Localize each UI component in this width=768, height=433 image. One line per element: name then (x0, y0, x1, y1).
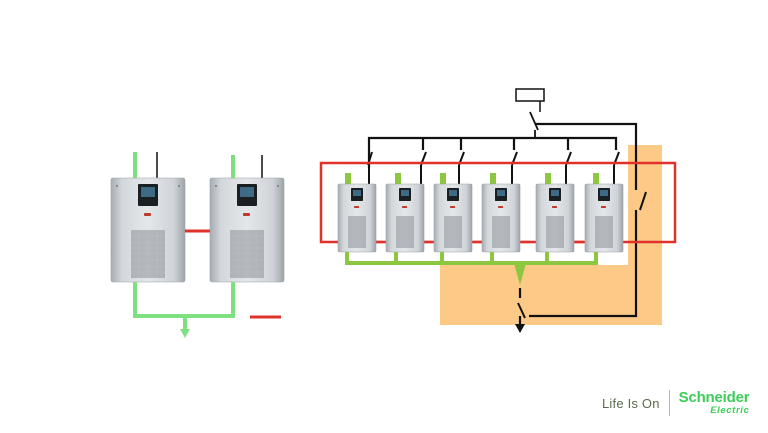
left-parallel-system (110, 152, 285, 338)
right-parallel-system (319, 88, 677, 333)
source-box (515, 88, 545, 102)
bypass-zone-right (628, 145, 662, 265)
left-ups-cabinet-icon-1 (110, 177, 186, 283)
brand-divider (668, 390, 670, 416)
output-switch-icon (517, 302, 526, 319)
bypass-switch-icon (639, 191, 647, 211)
ups-cabinet-icon-3 (433, 183, 473, 253)
ups-cabinet-icon-5 (535, 183, 575, 253)
brand-tagline: Life Is On (602, 395, 660, 411)
ups-cabinet-icon-1 (337, 183, 377, 253)
output-funnel-icon (514, 263, 526, 285)
brand-footer: Life Is On Schneider Electric (602, 388, 750, 418)
schneider-logo-icon: Schneider Electric (679, 390, 750, 416)
left-ups-cabinet-icon-2 (209, 177, 285, 283)
green-input-stubs (345, 173, 599, 184)
left-output-bus (133, 282, 235, 330)
black-bypass-line (529, 122, 638, 318)
ups-cabinet-icon-2 (385, 183, 425, 253)
brand-name-top: Schneider (678, 389, 750, 407)
output-arrow-down-icon (515, 324, 525, 333)
ups-cabinet-icon-6 (584, 183, 624, 253)
brand-name-bottom: Electric (710, 405, 750, 417)
main-switch-icon (529, 111, 539, 131)
green-output-bus (345, 252, 598, 265)
ups-cabinet-icon-4 (481, 183, 521, 253)
black-top-bus (367, 136, 618, 168)
left-output-arrow-down-icon (180, 329, 190, 338)
